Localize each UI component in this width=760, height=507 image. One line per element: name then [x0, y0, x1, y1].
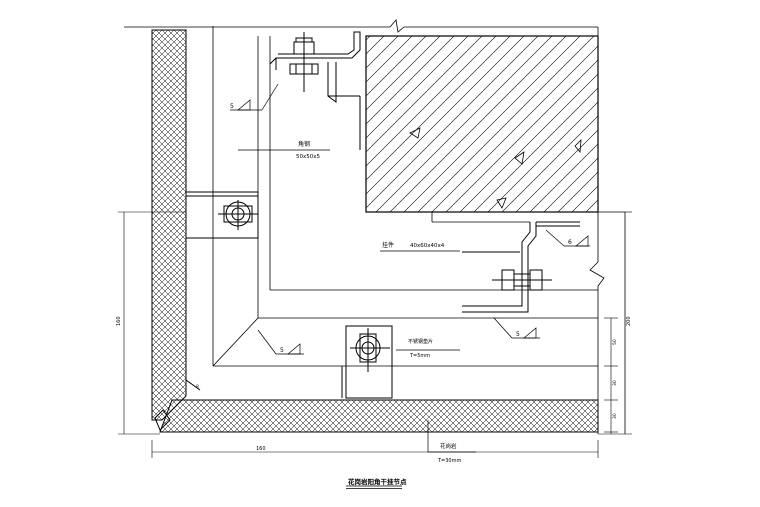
dim-corner-gap: 8: [196, 384, 199, 390]
weld-number-2: 5: [280, 347, 284, 354]
upper-bolt-icon: [289, 32, 319, 92]
stone-panel-bottom: [159, 399, 599, 433]
right-bolt-icon: [492, 269, 552, 291]
left-bracket-plate: [185, 191, 259, 239]
dim-left-vertical: 160: [116, 316, 122, 326]
weld-number-4: 6: [568, 239, 572, 246]
bracket-name: 挂件: [382, 241, 394, 249]
left-bolt-icon: [218, 200, 258, 230]
embed-plate-spec: T=5mm: [409, 353, 430, 359]
dim-bottom-horizontal: 160: [256, 446, 266, 452]
steel-angle-name: 角钢: [298, 140, 310, 148]
weld-symbol-1: [230, 83, 279, 111]
right-bracket: [462, 221, 580, 313]
weld-symbol-4: [545, 229, 590, 247]
dim-right-overall: 200: [626, 316, 632, 326]
corner-detail: [154, 379, 201, 431]
weld-symbol-3: [493, 317, 540, 339]
dim-right-seg-1: 50: [612, 339, 618, 345]
dim-right-seg-3: 30: [612, 413, 618, 419]
title-underline: [346, 485, 402, 489]
break-line-right: [432, 211, 626, 434]
embed-plate-name: 不锈钢垫片: [408, 338, 433, 345]
concrete-column: [365, 35, 599, 213]
drawing-title: 花岗岩阳角干挂节点: [348, 477, 407, 486]
stone-name: 花岗岩: [440, 442, 457, 450]
bottom-embed-plate: [341, 325, 393, 399]
bracket-spec: 40x60x40x4: [410, 243, 445, 249]
frame-lines: [212, 26, 598, 367]
weld-number-1: 5: [230, 103, 234, 110]
steel-angle-spec: 50x50x5: [296, 154, 321, 160]
stone-panel-left: [151, 29, 187, 421]
upper-angle-bracket: [269, 31, 361, 150]
bottom-bolt-icon: [350, 328, 390, 372]
weld-number-3: 5: [516, 331, 520, 338]
stone-spec: T=30mm: [437, 458, 461, 464]
dim-right-seg-2: 30: [612, 380, 618, 386]
dimension-lines: [118, 211, 632, 458]
break-line-top: [124, 19, 599, 212]
weld-symbol-2: [257, 329, 304, 355]
